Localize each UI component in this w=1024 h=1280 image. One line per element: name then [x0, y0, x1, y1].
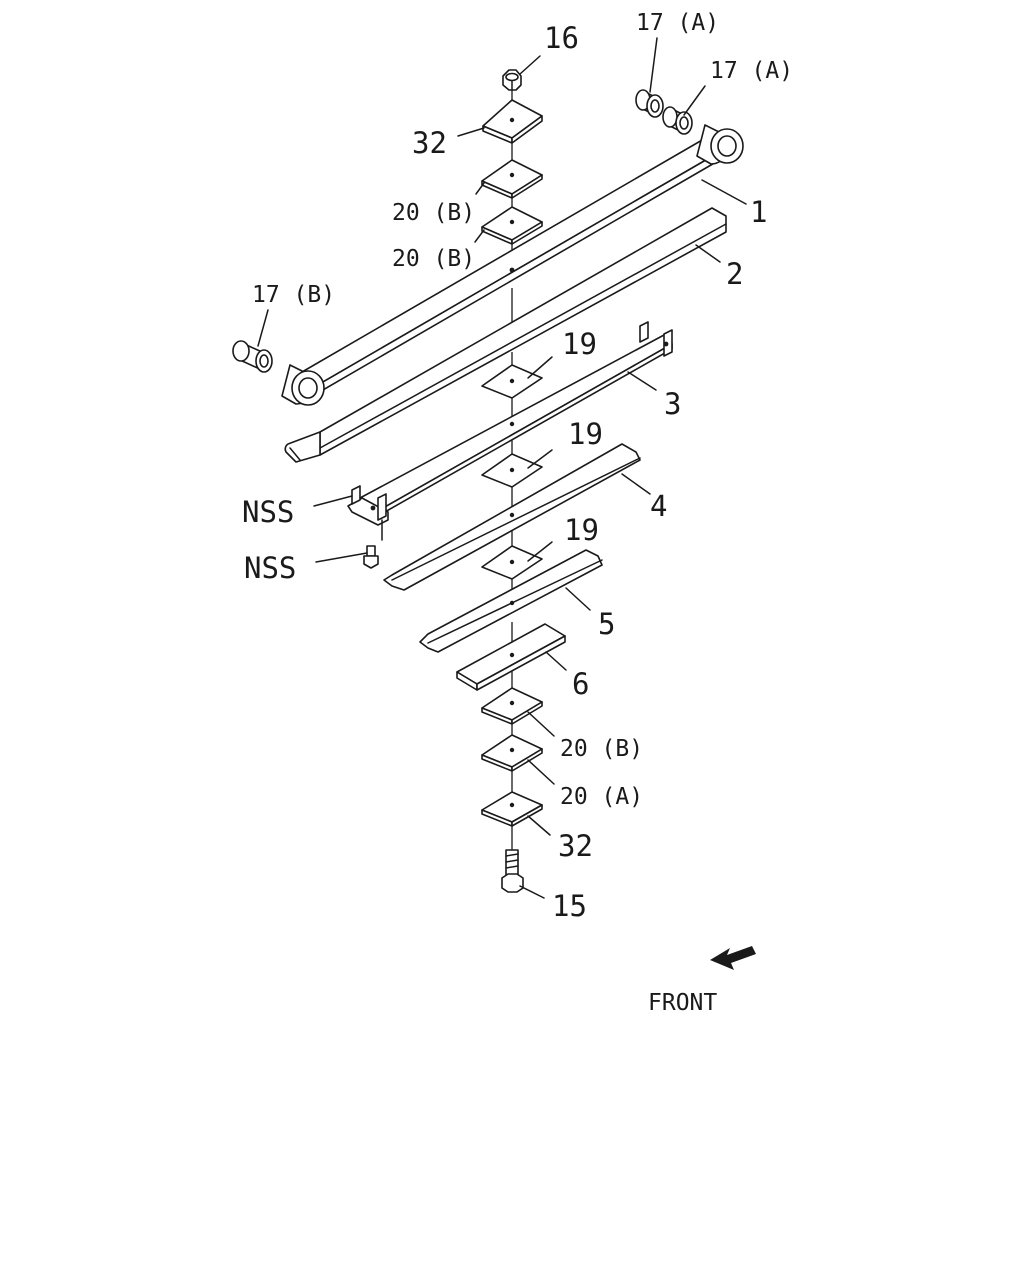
- part-16-nut: [502, 69, 522, 91]
- callout-19-1: 19: [562, 327, 597, 361]
- part-32-bottom-plate: [481, 791, 543, 827]
- callout-5: 5: [598, 607, 615, 641]
- callout-17a-1: 17 (A): [636, 10, 719, 36]
- front-direction-indicator: FRONT: [648, 946, 756, 1016]
- part-17a-bushing-2: [662, 106, 693, 135]
- part-6-leaf: [456, 623, 566, 691]
- part-2-second-leaf: [284, 207, 727, 463]
- callout-17b: 17 (B): [252, 282, 335, 308]
- callout-nss-2: NSS: [244, 551, 296, 585]
- callout-16: 16: [544, 21, 579, 55]
- part-19-interleaf-3: [481, 545, 543, 580]
- callout-6: 6: [572, 667, 589, 701]
- callout-20a: 20 (A): [560, 784, 643, 810]
- callout-nss-1: NSS: [242, 495, 294, 529]
- callout-1: 1: [750, 195, 767, 229]
- part-19-interleaf-2: [481, 453, 543, 488]
- part-32-top-plate: [482, 99, 543, 144]
- part-3-leaf-with-clips: [347, 321, 673, 541]
- part-20a-lower-washer: [481, 734, 543, 772]
- callout-20b-2: 20 (B): [392, 246, 475, 272]
- front-label: FRONT: [648, 990, 717, 1016]
- callout-3: 3: [664, 387, 681, 421]
- part-20b-lower-washer: [481, 687, 543, 725]
- part-nss-clip-bolt: [363, 545, 379, 569]
- part-5-leaf: [419, 549, 603, 653]
- callout-20b-3: 20 (B): [560, 736, 643, 762]
- leader-lines: [257, 37, 747, 899]
- callout-19-2: 19: [568, 417, 603, 451]
- part-1-main-leaf: [281, 124, 744, 406]
- part-20b-upper-washer-1: [481, 159, 543, 199]
- callout-32-top: 32: [412, 126, 447, 160]
- part-4-leaf: [383, 443, 641, 591]
- callout-15: 15: [552, 889, 587, 923]
- part-19-interleaf-1: [481, 364, 543, 399]
- callout-32-bottom: 32: [558, 829, 593, 863]
- part-17b-bushing: [232, 340, 273, 373]
- part-20b-upper-washer-2: [481, 206, 543, 245]
- part-17a-bushing-1: [635, 89, 664, 118]
- callout-20b-1: 20 (B): [392, 200, 475, 226]
- callout-19-3: 19: [564, 513, 599, 547]
- front-arrow-icon: [710, 946, 756, 970]
- callout-2: 2: [726, 257, 743, 291]
- callout-labels: 16 17 (A) 17 (A) 32 20 (B) 20 (B) 1 2 17…: [242, 10, 793, 923]
- callout-17a-2: 17 (A): [710, 58, 793, 84]
- callout-4: 4: [650, 489, 667, 523]
